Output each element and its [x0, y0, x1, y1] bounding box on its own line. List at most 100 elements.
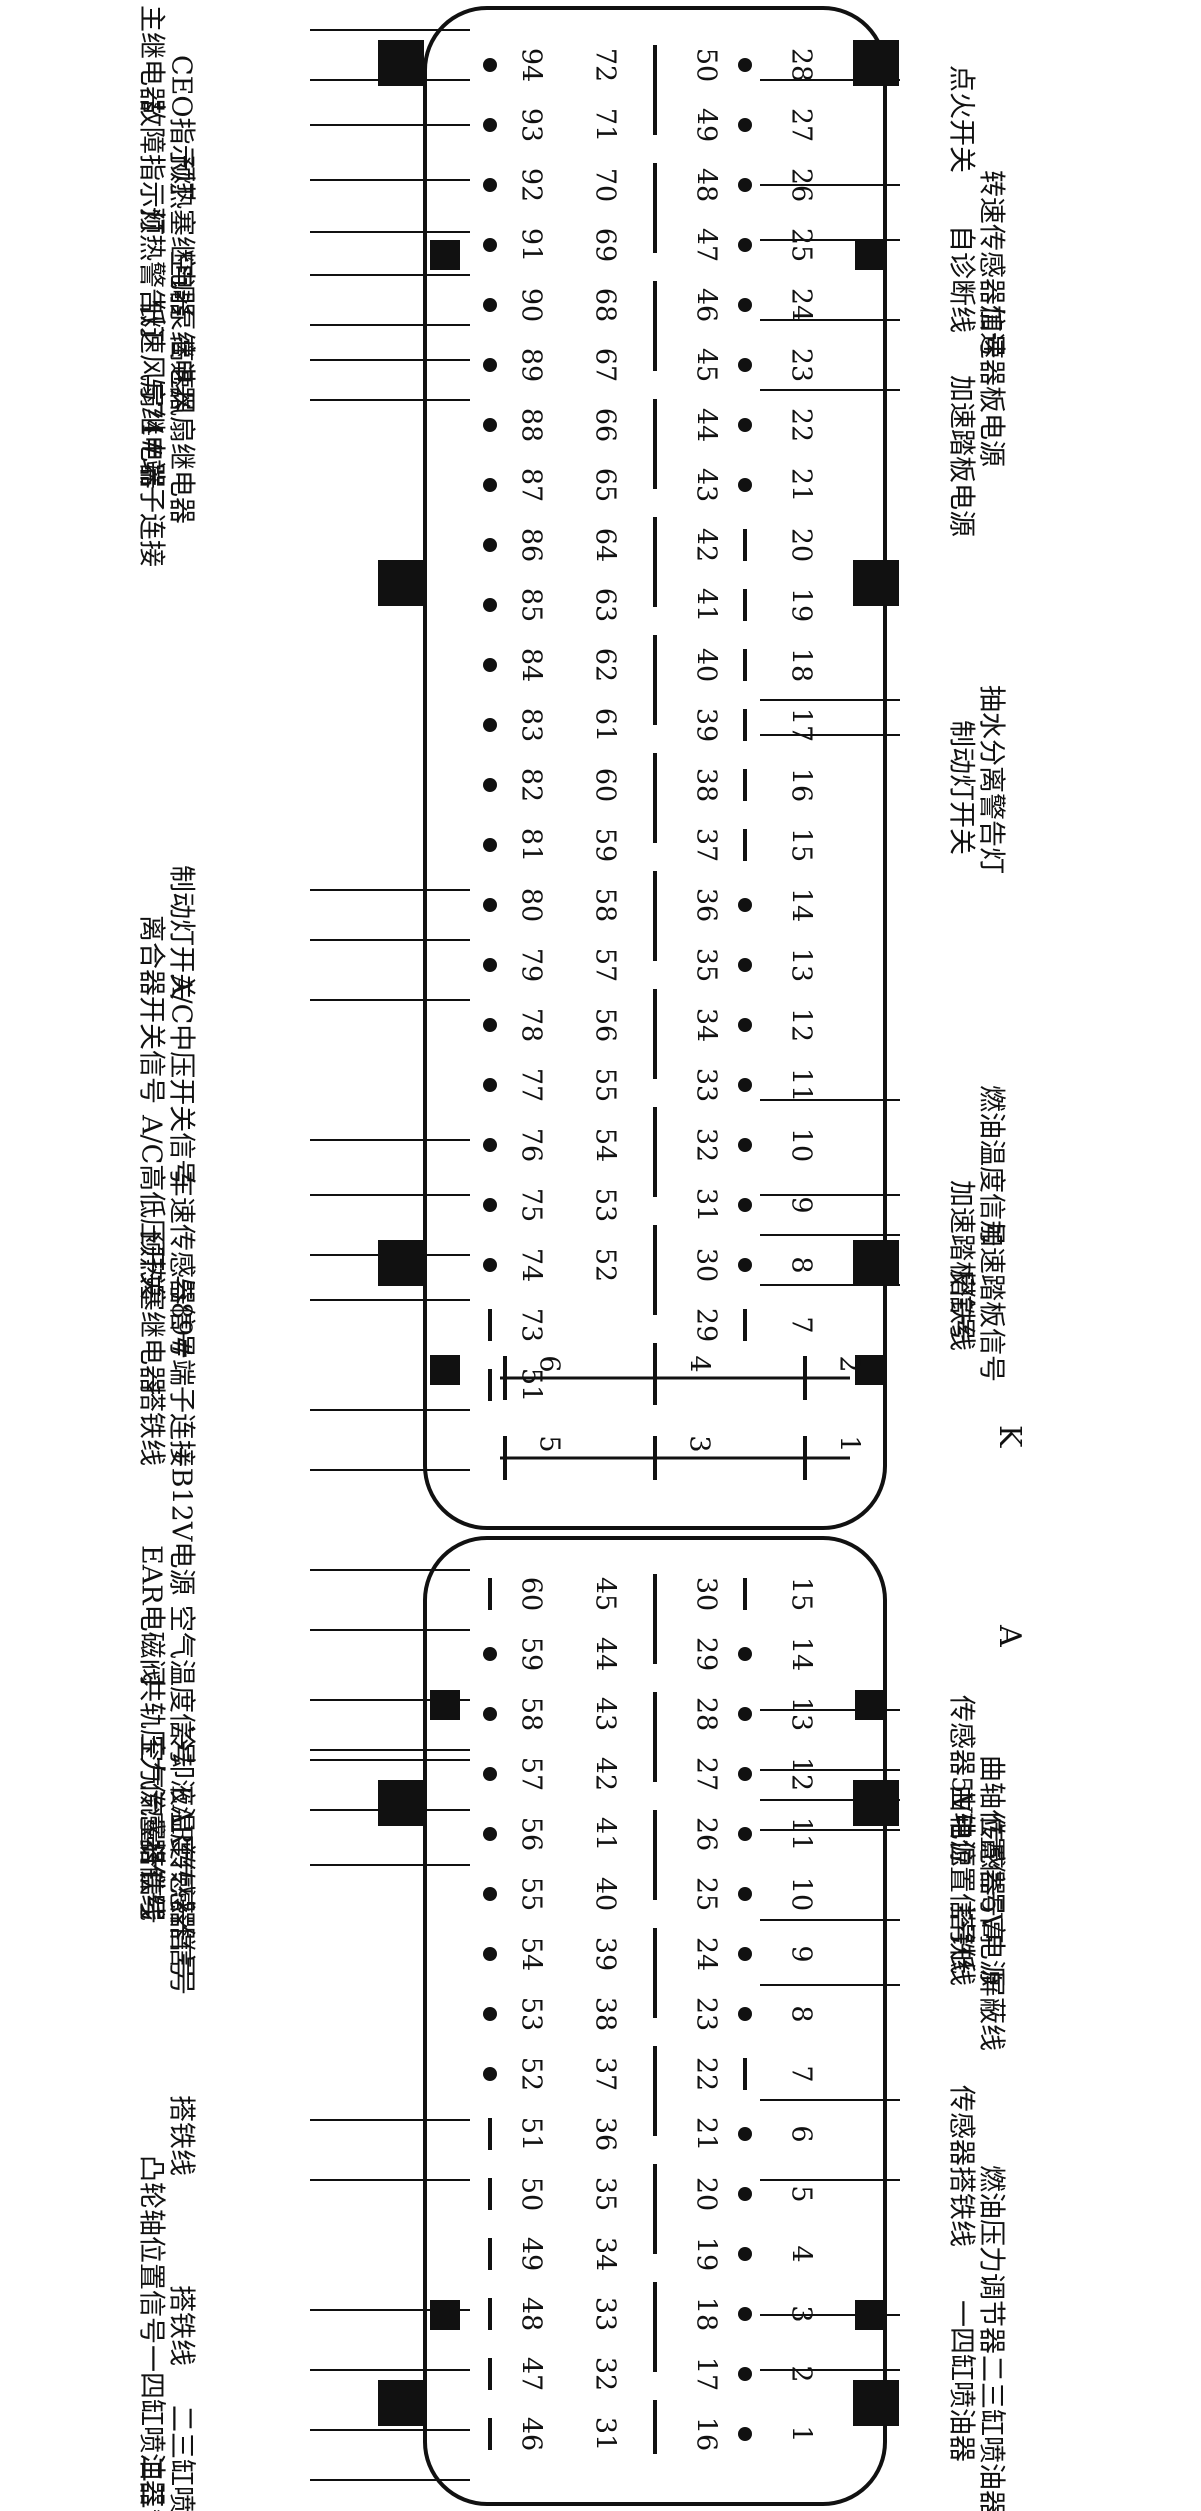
- label-k-left-11: A/C中压开关信号: [166, 974, 197, 1186]
- small-tab-6: [430, 2300, 460, 2330]
- pin-dot-92: [483, 178, 497, 192]
- pin-number-23: 23: [691, 1997, 722, 2031]
- pin-number-14: 14: [786, 1637, 817, 1671]
- label-k-right-6: 制动灯开关: [946, 720, 977, 855]
- pin-number-37: 37: [691, 828, 722, 862]
- small-tab-1: [855, 240, 885, 270]
- label-k-left-0: 主继电器: [136, 5, 167, 113]
- mounting-tab-8: [378, 2380, 424, 2426]
- pin-number-28: 28: [691, 1697, 722, 1731]
- pin-number-12: 12: [786, 1008, 817, 1042]
- pin-number-16: 16: [691, 2417, 722, 2451]
- label-k-right-9: 加速踏板信号: [976, 1220, 1007, 1382]
- label-k-right-10: 搭铁线: [946, 1270, 977, 1351]
- label-k-left-14: 预热塞继电器: [136, 1230, 167, 1392]
- pin-dot-2: [738, 2367, 752, 2381]
- pin-number-55: 55: [590, 1068, 621, 1102]
- pin-dot-91: [483, 238, 497, 252]
- pin-dot-9: [738, 1198, 752, 1212]
- pin-number-11: 11: [786, 1817, 817, 1851]
- small-tab-0: [430, 240, 460, 270]
- pin-number-19: 19: [786, 588, 817, 622]
- label-k-left-5: 空调泵继电器: [166, 250, 197, 412]
- pin-number-53: 53: [516, 1997, 547, 2031]
- pin-number-29: 29: [691, 1308, 722, 1342]
- small-tab-3: [855, 1355, 885, 1385]
- pin-dot-79: [483, 958, 497, 972]
- mounting-tab-3: [853, 560, 899, 606]
- pin-number-68: 68: [590, 288, 621, 322]
- pin-number-4: 4: [786, 2245, 817, 2262]
- pin-number-14: 14: [786, 888, 817, 922]
- pin-number-38: 38: [691, 768, 722, 802]
- pin-dot-8: [738, 1258, 752, 1272]
- label-k-left-7: 高速风扇继电器: [166, 335, 197, 524]
- pin-number-46: 46: [516, 2417, 547, 2451]
- label-a-right-3: 传感器5V电源: [976, 1815, 1007, 1987]
- pin-dot-80: [483, 898, 497, 912]
- connector-k-body: [423, 6, 887, 1530]
- small-tab-5: [855, 1690, 885, 1720]
- small-tab-2: [430, 1355, 460, 1385]
- label-a-right-6: 传感器搭铁线: [946, 2085, 977, 2247]
- pin-number-83: 83: [516, 708, 547, 742]
- pin-dot-87: [483, 478, 497, 492]
- pin-dot-57: [483, 1767, 497, 1781]
- pin-number-32: 32: [590, 2357, 621, 2391]
- pin-number-63: 63: [590, 588, 621, 622]
- pin-dot-58: [483, 1707, 497, 1721]
- pin-dot-22: [738, 418, 752, 432]
- pin-number-53: 53: [590, 1188, 621, 1222]
- pin-dot-23: [738, 358, 752, 372]
- pin-number-13: 13: [786, 948, 817, 982]
- mounting-tab-5: [853, 1240, 899, 1286]
- pin-dot-89: [483, 358, 497, 372]
- pin-dot-53: [483, 2007, 497, 2021]
- pin-number-74: 74: [516, 1248, 547, 1282]
- pin-number-35: 35: [590, 2177, 621, 2211]
- label-k-right-8: 加速踏板信号: [946, 1180, 977, 1342]
- pin-dot-88: [483, 418, 497, 432]
- pin-dot-21: [738, 478, 752, 492]
- label-k-left-6: 低速风扇继电器: [136, 300, 167, 489]
- pin-number-75: 75: [516, 1188, 547, 1222]
- pin-number-42: 42: [691, 528, 722, 562]
- pin-number-25: 25: [786, 228, 817, 262]
- mounting-tab-2: [378, 560, 424, 606]
- pin-number-28: 28: [786, 48, 817, 82]
- pin-dot-1: [738, 2427, 752, 2441]
- label-a-right-1: 曲轴位置信号高: [976, 1755, 1007, 1944]
- pin-number-58: 58: [590, 888, 621, 922]
- pin-dot-10: [738, 1887, 752, 1901]
- pin-number-49: 49: [691, 108, 722, 142]
- pin-dot-56: [483, 1827, 497, 1841]
- label-k-left-4: 预热警告灯: [136, 207, 167, 342]
- pin-number-13: 13: [786, 1697, 817, 1731]
- pin-number-27: 27: [786, 108, 817, 142]
- pin-number-36: 36: [691, 888, 722, 922]
- label-a-left-8: 凸轮轴位置信号: [136, 2155, 167, 2344]
- pin-number-31: 31: [590, 2417, 621, 2451]
- label-k-left-1: CEO指示灯: [166, 55, 197, 199]
- pin-dot-74: [483, 1258, 497, 1272]
- pin-number-59: 59: [516, 1637, 547, 1671]
- pin-dot-3: [738, 2307, 752, 2321]
- pin-number-30: 30: [691, 1577, 722, 1611]
- pin-number-39: 39: [691, 708, 722, 742]
- pin-number-50: 50: [691, 48, 722, 82]
- pin-number-40: 40: [691, 648, 722, 682]
- label-k-right-7: 燃油温度信号: [976, 1085, 1007, 1247]
- pin-dot-54: [483, 1947, 497, 1961]
- pin-number-2: 2: [786, 2365, 817, 2382]
- pin-number-71: 71: [590, 108, 621, 142]
- label-a-right-9: 二三缸喷油器: [976, 2355, 1007, 2511]
- pin-number-43: 43: [590, 1697, 621, 1731]
- pin-number-54: 54: [516, 1937, 547, 1971]
- pin-number-16: 16: [786, 768, 817, 802]
- pin-number-18: 18: [691, 2297, 722, 2331]
- mounting-tab-7: [853, 1780, 899, 1826]
- pin-number-19: 19: [691, 2237, 722, 2271]
- pin-number-22: 22: [691, 2057, 722, 2091]
- pin-number-9: 9: [786, 1196, 817, 1213]
